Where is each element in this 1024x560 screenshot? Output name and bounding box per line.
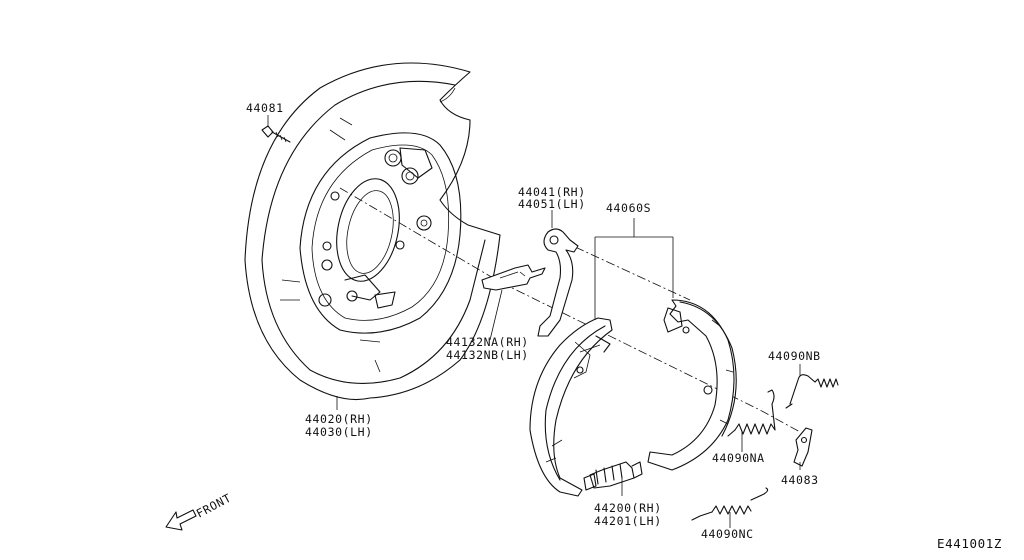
bolt-44081 <box>261 125 291 143</box>
assembly-axis <box>339 187 801 433</box>
leader-lines <box>267 115 801 528</box>
label-44201: 44201(LH) <box>594 514 662 528</box>
adjuster-44200 <box>583 461 643 491</box>
lever-44041 <box>537 228 579 337</box>
clip-44083 <box>793 427 813 467</box>
backing-plate-44020 <box>244 62 501 401</box>
label-44083: 44083 <box>781 473 819 487</box>
label-44090na: 44090NA <box>712 451 765 465</box>
front-arrow-icon <box>165 509 197 531</box>
label-44200: 44200(RH) <box>594 501 662 515</box>
brake-shoe-front <box>529 317 613 497</box>
spring-44090na <box>727 389 776 437</box>
label-44081: 44081 <box>246 101 284 115</box>
label-44060s: 44060S <box>606 201 651 215</box>
assembly-axis-upper <box>559 239 691 301</box>
label-44020: 44020(RH) <box>305 412 373 426</box>
strut-44132 <box>481 264 546 291</box>
label-44030: 44030(LH) <box>305 425 373 439</box>
label-44090nc: 44090NC <box>701 527 754 541</box>
diagram-code: E441001Z <box>937 536 1002 551</box>
label-44132na: 44132NA(RH) <box>446 335 529 349</box>
spring-44090nc <box>691 487 769 521</box>
front-label: FRONT <box>194 491 234 521</box>
label-44132nb: 44132NB(LH) <box>446 348 529 362</box>
label-44051: 44051(LH) <box>518 197 586 211</box>
spring-44090nb <box>785 374 839 409</box>
label-44090nb: 44090NB <box>768 349 821 363</box>
label-44041: 44041(RH) <box>518 185 586 199</box>
brake-shoe-rear <box>647 299 737 471</box>
